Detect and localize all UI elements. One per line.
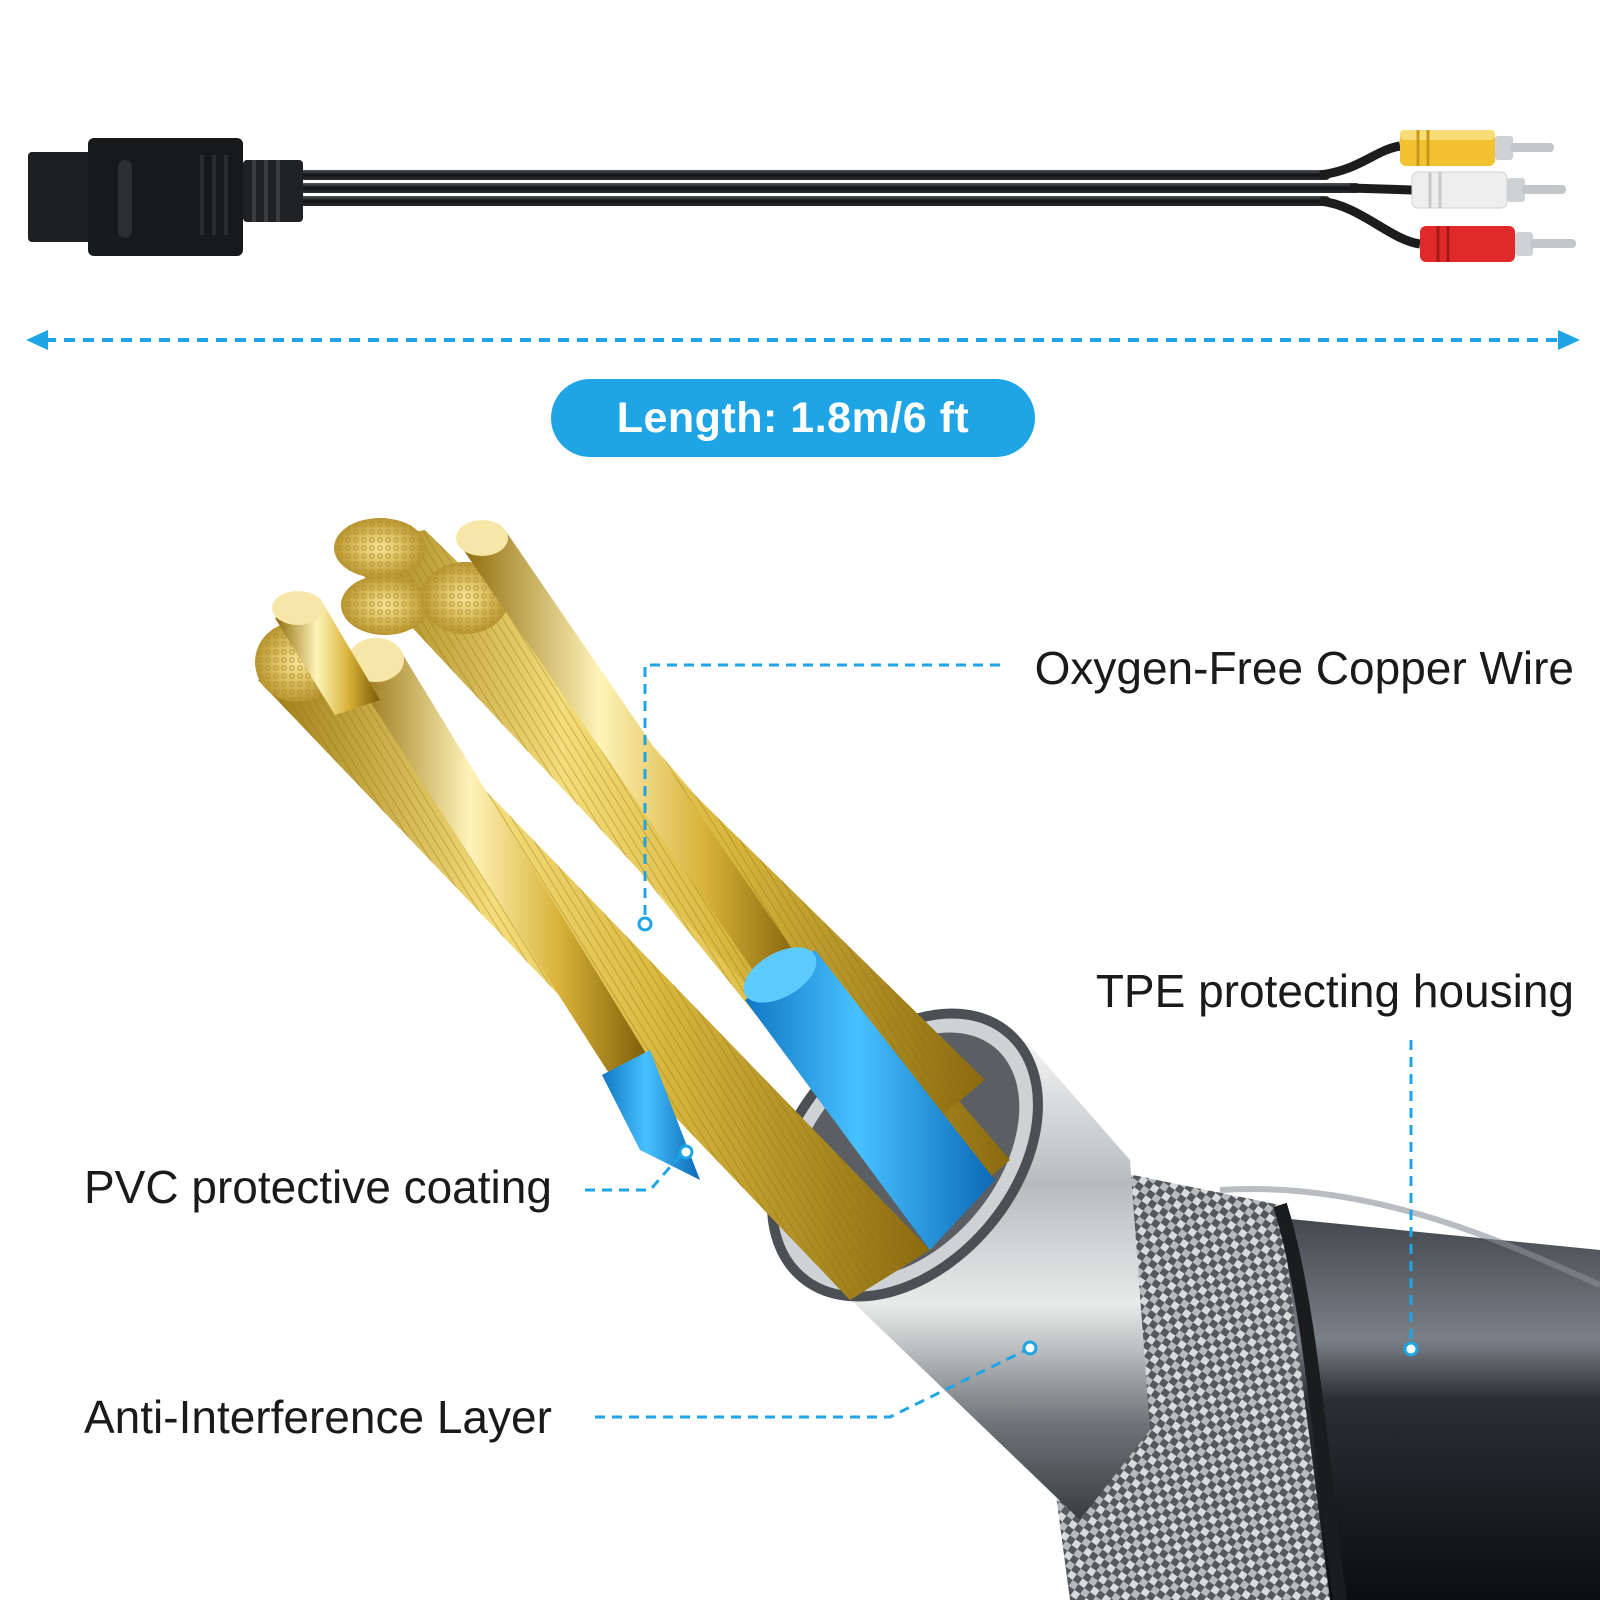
callout-anti-line bbox=[595, 1346, 1031, 1419]
callout-anti-dot bbox=[1022, 1340, 1038, 1356]
n64-av-connector-icon bbox=[28, 138, 303, 256]
cable-cross-section bbox=[255, 518, 1600, 1600]
av-cable-illustration bbox=[28, 130, 1576, 262]
callout-pvc-dot bbox=[678, 1144, 694, 1160]
pvc-insulation bbox=[602, 947, 995, 1250]
rca-plug-red-icon bbox=[1420, 226, 1576, 262]
callout-tpe-dot bbox=[1403, 1341, 1419, 1357]
tpe-housing-label: TPE protecting housing bbox=[1095, 965, 1574, 1017]
copper-wire-label: Oxygen-Free Copper Wire bbox=[1034, 642, 1574, 694]
callout-dots bbox=[637, 916, 1419, 1357]
rca-plug-yellow-icon bbox=[1400, 130, 1554, 166]
callout-copper-dot bbox=[637, 916, 653, 932]
callout-lines bbox=[585, 663, 1413, 1419]
callout-pvc-line bbox=[585, 1149, 687, 1192]
copper-rods bbox=[272, 520, 810, 1075]
double-arrow-icon bbox=[26, 330, 1580, 350]
length-badge: Length: 1.8m/6 ft bbox=[551, 379, 1035, 457]
rca-plug-white-icon bbox=[1411, 171, 1566, 209]
pvc-coating-label: PVC protective coating bbox=[84, 1161, 552, 1213]
anti-interference-label: Anti-Interference Layer bbox=[84, 1391, 552, 1443]
